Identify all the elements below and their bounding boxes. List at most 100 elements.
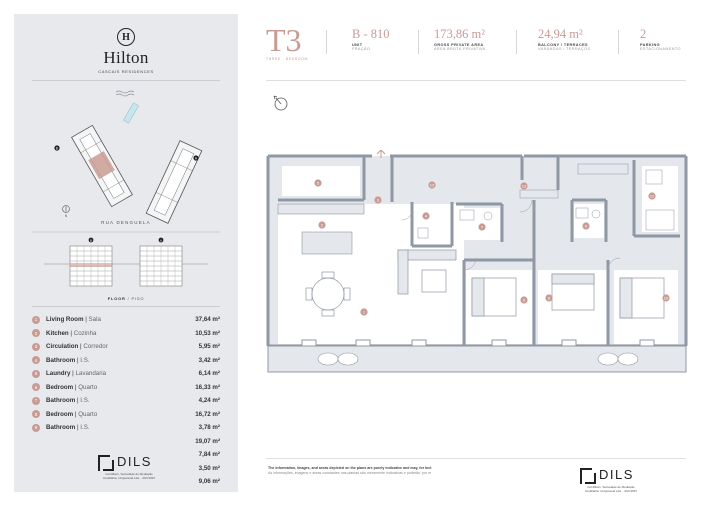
room-name-pt: Quarto — [78, 410, 98, 418]
room-area: 5,95 m² — [198, 343, 220, 351]
room-number-badge: 1 — [32, 315, 40, 324]
svg-text:7: 7 — [481, 224, 484, 229]
room-area: 3,42 m² — [198, 356, 220, 364]
building-right — [145, 140, 203, 224]
balcony-label: BALCONY / TERRACES — [538, 43, 588, 47]
balcony-furniture — [317, 352, 639, 366]
disclaimer-en: The information, images, and areas depic… — [268, 466, 432, 470]
kitchen-counter — [277, 203, 365, 215]
info-panel: H Hilton CASCAIS RESIDENCES B — [14, 14, 238, 492]
typology-title: T3 — [266, 22, 302, 58]
room-number-badge: 3 — [32, 342, 40, 351]
extra-area: 9,06 m² — [198, 478, 220, 486]
typology-subtitle: THREE - BEDROOM — [266, 57, 309, 61]
elevation-marker-b-icon — [88, 237, 94, 243]
room-laundry — [282, 166, 360, 196]
room-name: Bathroom — [46, 424, 76, 432]
elevation-marker-a-icon — [158, 237, 164, 243]
dils-logo-icon — [580, 467, 596, 484]
dining-table — [305, 271, 351, 317]
extra-area: 7,84 m² — [198, 451, 220, 459]
list-item: 9 Bathroom | I.S. 3,78 m² — [32, 421, 220, 435]
building-left — [71, 124, 133, 208]
room-area: 16,72 m² — [195, 410, 220, 418]
room-name-pt: I.S. — [80, 356, 90, 364]
extra-area: 19,07 m² — [195, 437, 220, 445]
dils-logo-right: DILS — [580, 467, 634, 484]
elevation-marker-b-label: B — [90, 238, 92, 242]
compass-north-label: N — [65, 214, 68, 218]
kitchen-island — [301, 231, 353, 255]
closets — [519, 163, 629, 199]
parking-value: 2 — [640, 27, 647, 41]
room-area: 6,14 m² — [198, 370, 220, 378]
room-name-pt: Sala — [88, 316, 101, 324]
room-name: Bathroom — [46, 397, 76, 405]
svg-text:11: 11 — [650, 193, 655, 198]
room-name-pt: I.S. — [80, 424, 90, 432]
list-item: 8 Bedroom | Quarto 16,72 m² — [32, 408, 220, 422]
room-area: 10,53 m² — [195, 329, 220, 337]
svg-text:4: 4 — [425, 213, 428, 218]
floor-label: FLOOR / PISO — [107, 296, 145, 301]
room-number-badge: 2 — [32, 329, 40, 338]
svg-text:2: 2 — [321, 222, 324, 227]
spec-unit: B - 810 UNIT FRAÇÃO — [352, 27, 390, 51]
dils-logo-left: DILS — [98, 454, 152, 471]
room-bathroom-3 — [642, 166, 678, 232]
list-item: 7 Bathroom | I.S. 4,24 m² — [32, 394, 220, 408]
beds — [471, 273, 665, 319]
dils-name: DILS — [117, 454, 152, 469]
room-name: Bedroom — [46, 410, 74, 418]
list-item: 5 Laundry | Lavandaria 6,14 m² — [32, 367, 220, 381]
site-plan: B A N — [32, 90, 220, 287]
room-area: 3,78 m² — [198, 424, 220, 432]
room-number-badge: 5 — [32, 369, 40, 378]
room-name: Kitchen — [46, 329, 69, 337]
sofa — [397, 249, 457, 295]
compass-icon — [273, 95, 288, 111]
parking-label: PARKING — [640, 43, 661, 47]
room-area: 4,24 m² — [198, 397, 220, 405]
unit-label-pt: FRAÇÃO — [352, 47, 371, 51]
street-label: RUA DENGUELA — [101, 220, 151, 225]
entrance-icon — [376, 150, 386, 158]
sea-icon — [115, 90, 135, 97]
elevation-marker-a-label: A — [160, 238, 162, 242]
disclaimer: The information, images, and areas depic… — [268, 466, 468, 475]
list-item: 3 Circulation | Corredor 5,95 m² — [32, 340, 220, 354]
brand-name: Hilton — [103, 48, 149, 67]
parking-label-pt: ESTACIONAMENTO — [640, 47, 681, 51]
balcony-label-pt: VARANDAS / TERRAÇOS — [538, 47, 591, 51]
extra-area: 3,50 m² — [198, 464, 220, 472]
room-number-badge: 6 — [32, 383, 40, 392]
divider — [32, 80, 220, 81]
svg-text:10: 10 — [664, 295, 669, 300]
divider — [618, 30, 619, 54]
elevation-right — [139, 245, 183, 287]
room-name-pt: Lavandaria — [75, 370, 107, 378]
divider — [266, 80, 686, 81]
balcony-value: 24,94 m² — [538, 27, 583, 41]
divider — [326, 30, 327, 54]
divider — [266, 458, 686, 459]
room-name-pt: Corredor — [83, 343, 108, 351]
plan-room-labels: 1 2 3 4 5 6 7 8 9 10 11 12 13 — [314, 179, 670, 316]
gross-area-value: 173,86 m² — [434, 27, 485, 41]
pool-shape — [123, 102, 139, 124]
room-name-pt: I.S. — [80, 397, 90, 405]
elevation-left — [69, 245, 113, 287]
svg-text:13: 13 — [522, 183, 527, 188]
svg-text:9: 9 — [585, 223, 588, 228]
divider — [32, 306, 220, 307]
gross-area-label-pt: ÁREA BRUTA PRIVATIVA — [434, 47, 486, 51]
disclaimer-pt: As informações, imagens e áreas constant… — [268, 471, 432, 475]
room-name: Circulation — [46, 343, 79, 351]
marker-a-label: A — [195, 157, 198, 161]
dils-logo-icon — [98, 454, 114, 471]
room-name: Laundry — [46, 370, 71, 378]
svg-text:8: 8 — [548, 295, 551, 300]
dils-subtitle: CoInMaxx, Sociedade de Mediação Imobiliá… — [584, 485, 638, 493]
unit-label: UNIT — [352, 43, 363, 47]
dils-subtitle: CoInMaxx, Sociedade de Mediação Imobiliá… — [102, 472, 156, 480]
